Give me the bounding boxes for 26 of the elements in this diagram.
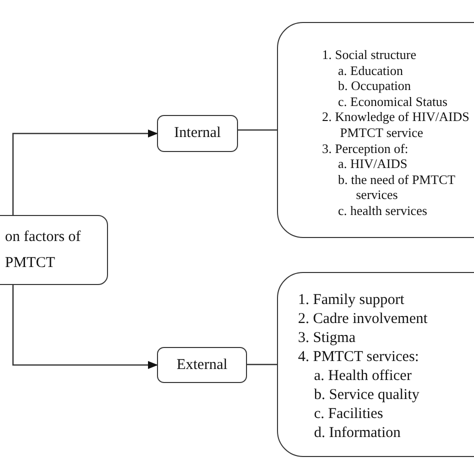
list-box — [277, 272, 474, 457]
node-label: External — [176, 356, 228, 375]
list-item: 3. Perception of: — [322, 140, 410, 156]
list-item: 1. Family support — [298, 291, 406, 310]
list-item: 2. Cadre involvement — [298, 310, 429, 329]
list-item: c. Economical Status — [338, 94, 448, 110]
list-item: 3. Stigma — [298, 329, 357, 348]
list-item: c. Facilities — [314, 405, 384, 424]
list-box — [277, 22, 474, 238]
list-item: a. Education — [338, 62, 404, 78]
list-item: c. health services — [338, 202, 428, 219]
list-item: 4. PMTCT services: — [298, 348, 420, 367]
list-item: 1. Social structure — [322, 47, 418, 63]
list-item: d. Information — [314, 424, 402, 443]
node-label: on factors of PMTCT — [5, 228, 82, 273]
category-box — [157, 347, 247, 383]
list-item: b. Occupation — [338, 78, 412, 94]
list-item: a. Health officer — [314, 367, 413, 386]
list-item: b. Service quality — [314, 386, 420, 405]
root-box — [0, 215, 108, 285]
list-item: 2. Knowledge of HIV/AIDS PMTCT service — [322, 109, 470, 141]
node-label: Internal — [174, 124, 221, 144]
list-item: a. HIV/AIDS — [338, 156, 408, 172]
connector-arrow — [12, 285, 158, 369]
category-box — [157, 115, 238, 152]
connector-arrow — [12, 130, 158, 215]
